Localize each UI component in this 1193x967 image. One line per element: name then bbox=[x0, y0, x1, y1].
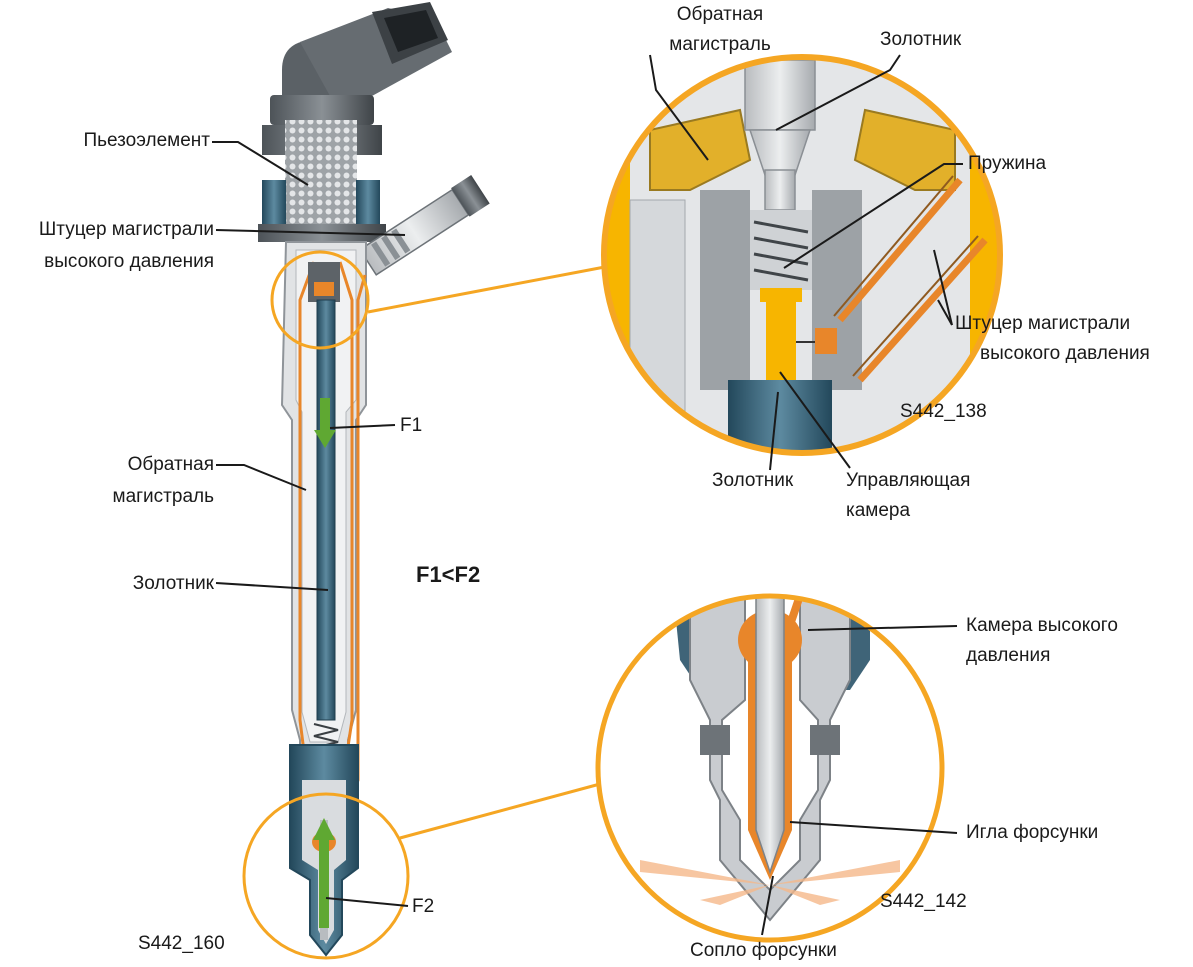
label-code-bottom: S442_142 bbox=[880, 891, 967, 912]
label-piezo-element: Пьезоэлемент bbox=[83, 130, 210, 151]
piezo-element bbox=[258, 120, 386, 242]
label-spool-bottom: Золотник bbox=[712, 470, 794, 491]
label-force-f1: F1 bbox=[400, 415, 423, 436]
label-hp-fitting-right-line1: Штуцер магистрали bbox=[955, 313, 1131, 334]
label-return-line-top-line1: Обратная bbox=[676, 4, 764, 25]
force-arrow-f2 bbox=[313, 818, 335, 928]
label-spool-left: Золотник bbox=[132, 573, 214, 594]
injector-full-view bbox=[242, 2, 490, 960]
label-force-relation: F1<F2 bbox=[416, 562, 481, 587]
label-spool-top: Золотник bbox=[880, 29, 962, 50]
label-return-line-left-line2: магистраль bbox=[112, 486, 215, 507]
label-control-chamber-line2: камера bbox=[846, 500, 911, 521]
zoom-connector-bottom bbox=[399, 782, 601, 840]
label-code-top: S442_138 bbox=[900, 401, 987, 422]
force-arrow-f1 bbox=[314, 398, 336, 448]
electrical-connector bbox=[270, 2, 452, 125]
label-return-line-top-line2: магистраль bbox=[669, 34, 771, 55]
detail-ring-top bbox=[270, 250, 370, 350]
label-hp-chamber-line1: Камера высокого bbox=[966, 615, 1118, 636]
label-hp-chamber-line2: давления bbox=[966, 645, 1051, 666]
detail-ring-bottom bbox=[242, 792, 410, 960]
label-nozzle: Сопло форсунки bbox=[690, 940, 837, 961]
zoom-connector-top bbox=[367, 264, 611, 314]
label-nozzle-needle: Игла форсунки bbox=[966, 822, 1099, 843]
label-spring: Пружина bbox=[968, 153, 1047, 174]
leader-lines bbox=[212, 54, 963, 936]
spool-rod bbox=[316, 299, 336, 721]
label-hp-fitting-left-line2: высокого давления bbox=[44, 251, 214, 272]
zoom-view-nozzle bbox=[595, 593, 945, 943]
label-hp-fitting-right-line2: высокого давления bbox=[980, 343, 1150, 364]
label-control-chamber-line1: Управляющая bbox=[846, 470, 971, 491]
label-return-line-left-line1: Обратная bbox=[127, 454, 214, 475]
label-force-f2: F2 bbox=[412, 896, 435, 917]
label-code-main: S442_160 bbox=[138, 933, 225, 954]
label-hp-fitting-left-line1: Штуцер магистрали bbox=[38, 219, 214, 240]
